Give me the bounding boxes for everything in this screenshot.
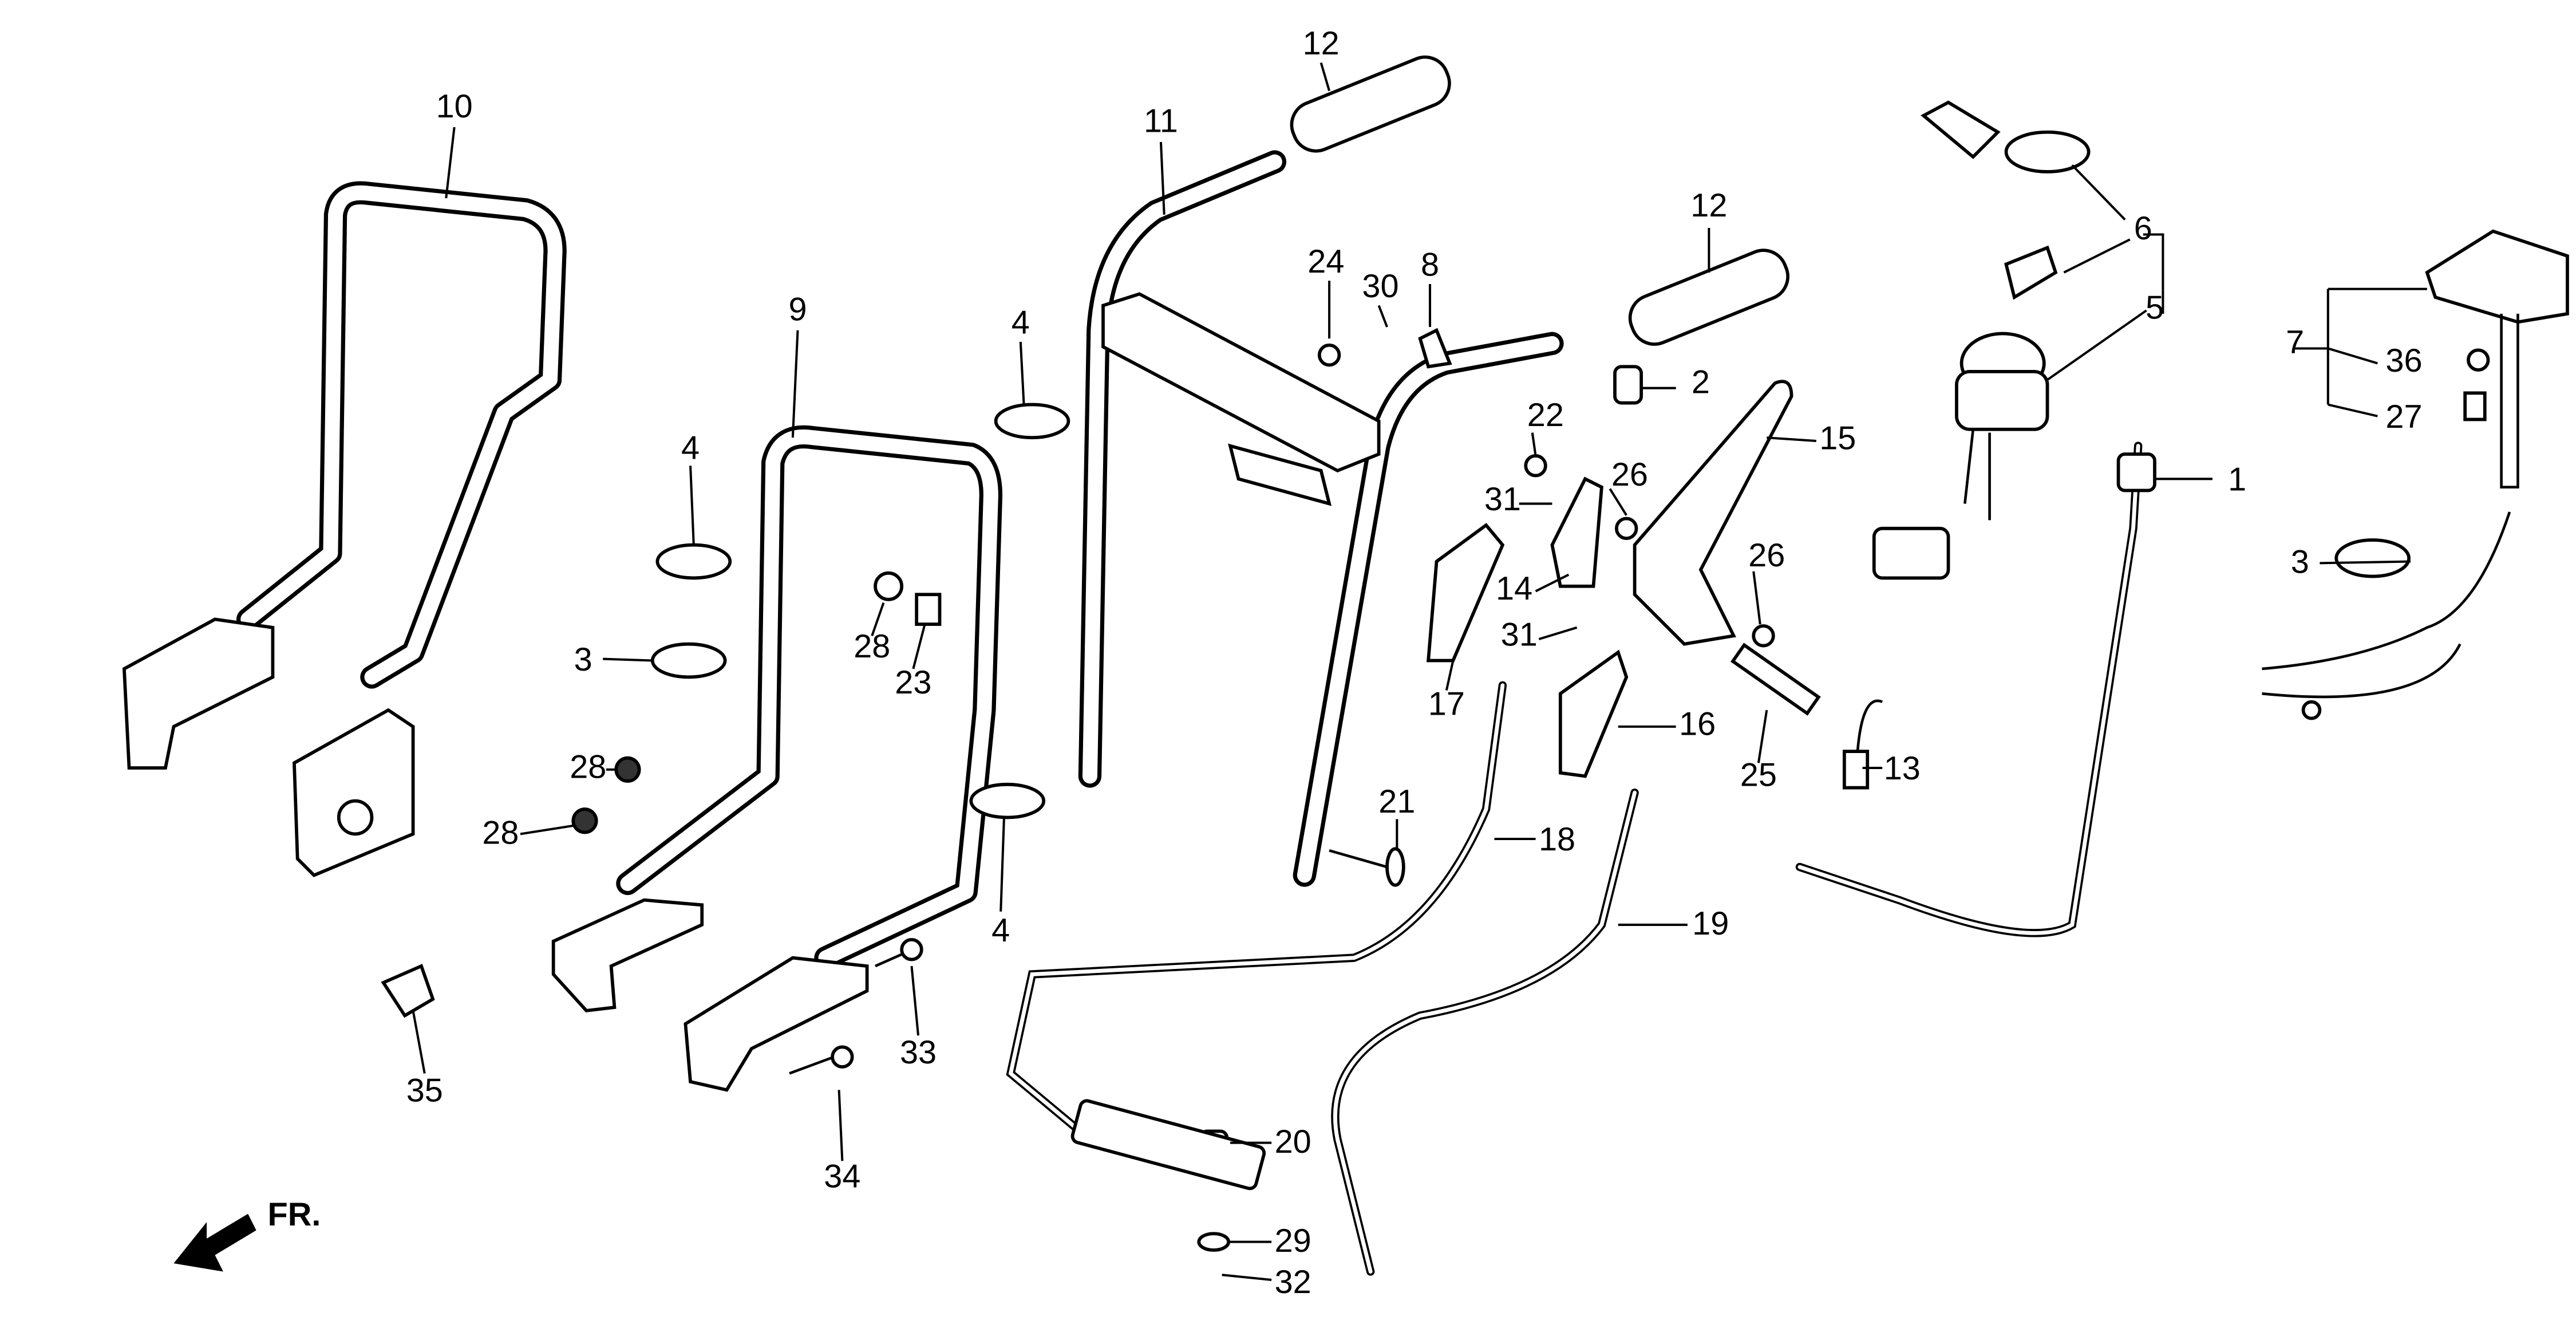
callout-label: 26 (1748, 537, 1785, 574)
callout-label: 28 (570, 748, 606, 785)
part-12-grip (1290, 55, 1789, 346)
callout-label: 34 (824, 1158, 860, 1195)
callout-label: 29 (1275, 1223, 1311, 1259)
callout-label: 27 (2385, 399, 2422, 435)
callout-label: 32 (1275, 1264, 1311, 1300)
callout-label: 4 (991, 912, 1010, 949)
callout-label: 31 (1484, 481, 1521, 518)
callout-label: 7 (2286, 324, 2304, 361)
callout-label: 13 (1884, 750, 1921, 787)
callout-label: 12 (1690, 187, 1727, 224)
arrow-left-down-icon (173, 1213, 256, 1272)
callout-label: 15 (1819, 420, 1856, 456)
callout-label: 33 (900, 1034, 937, 1071)
callout-label: 1 (2228, 461, 2246, 498)
callout-label: 16 (1679, 706, 1716, 742)
callout-label: 8 (1421, 247, 1439, 283)
callout-label: 19 (1692, 905, 1729, 942)
callout-label: 20 (1275, 1124, 1311, 1160)
callout-label: 30 (1362, 268, 1398, 305)
callout-label: 36 (2385, 342, 2422, 379)
callout-label: 23 (895, 664, 931, 701)
callout-label: 3 (574, 641, 592, 678)
callout-label: 28 (854, 628, 890, 665)
callout-label: 31 (1501, 617, 1538, 653)
front-direction-marker: FR. (173, 1196, 321, 1272)
callout-label: 6 (2134, 210, 2152, 247)
callout-label: 22 (1527, 397, 1564, 433)
callout-label: 9 (788, 291, 807, 328)
callout-label: 24 (1307, 243, 1344, 280)
part-5-ignition-switch (1872, 100, 2091, 580)
callout-label: 28 (482, 815, 519, 852)
part-7-throttle (2262, 229, 2569, 720)
callout-label: 18 (1539, 821, 1575, 858)
callout-label: 5 (2146, 290, 2164, 326)
callout-label: 25 (1740, 757, 1777, 794)
callout-label: 3 (2291, 544, 2309, 581)
leader-lines (412, 62, 2427, 1281)
callout-label: 26 (1611, 456, 1648, 493)
small-parts (381, 328, 2490, 1252)
callout-labels: 12 10 11 12 6 24 30 8 5 9 4 7 36 2 15 22… (406, 25, 2423, 1300)
callout-label: 4 (681, 430, 700, 467)
clamps (650, 403, 2411, 819)
callout-label: 12 (1303, 25, 1340, 62)
part-15-lever (1633, 380, 1793, 646)
callout-label: 21 (1378, 783, 1415, 820)
callout-label: 2 (1692, 364, 1710, 400)
callout-label: 4 (1012, 305, 1030, 341)
callout-label: 10 (436, 88, 473, 125)
callout-label: 11 (1144, 103, 1178, 140)
cables (1006, 442, 2156, 1276)
callout-label: 35 (406, 1072, 443, 1109)
part-10-upper-frame (122, 181, 567, 877)
front-label: FR. (268, 1196, 321, 1233)
callout-label: 14 (1496, 570, 1532, 607)
part-9-lower-frame (551, 425, 1003, 1092)
callout-label: 17 (1428, 686, 1465, 723)
